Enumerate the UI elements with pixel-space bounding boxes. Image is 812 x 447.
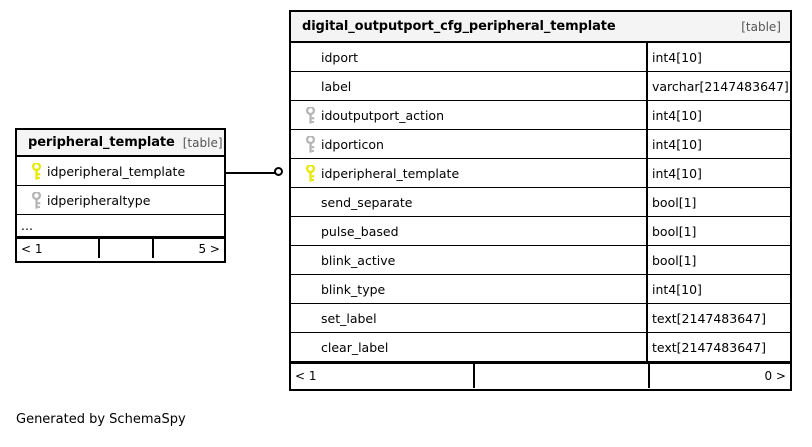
table-row[interactable]: idperipheral_template int4[10] — [291, 159, 790, 188]
footer-middle-cell — [475, 364, 650, 388]
table-title: digital_outputport_cfg_peripheral_templa… — [302, 19, 616, 34]
column-name: pulse_based — [321, 223, 399, 239]
column-name-cell: idperipheral_template — [291, 159, 646, 187]
cardinality-zero-or-one-icon — [274, 167, 283, 176]
column-name: blink_active — [321, 252, 396, 268]
table-row[interactable]: pulse_based bool[1] — [291, 217, 790, 246]
no-key-icon — [299, 49, 321, 66]
table-row[interactable]: set_label text[2147483647] — [291, 304, 790, 333]
foreign-key-icon — [299, 106, 321, 124]
table-header: digital_outputport_cfg_peripheral_templa… — [291, 12, 790, 43]
table-row[interactable]: idperipheral_template — [17, 157, 224, 186]
table-row[interactable]: idport int4[10] — [291, 43, 790, 72]
column-name: idport — [321, 49, 359, 65]
no-key-icon — [299, 78, 321, 95]
column-name-cell: label — [291, 72, 646, 100]
table-row[interactable]: send_separate bool[1] — [291, 188, 790, 217]
table-row[interactable]: blink_active bool[1] — [291, 246, 790, 275]
no-key-icon — [299, 223, 321, 240]
column-type: text[2147483647] — [646, 304, 790, 332]
column-name-cell: idperipheraltype — [17, 186, 224, 214]
primary-key-icon — [299, 164, 321, 182]
column-name-cell: idport — [291, 43, 646, 71]
no-key-icon — [299, 252, 321, 269]
table-row[interactable]: blink_type int4[10] — [291, 275, 790, 304]
no-key-icon — [299, 339, 321, 356]
column-name-cell: idporticon — [291, 130, 646, 158]
column-type: bool[1] — [646, 246, 790, 274]
foreign-key-icon — [299, 135, 321, 153]
table-header: peripheral_template [table] — [17, 130, 224, 157]
column-name: set_label — [321, 310, 377, 326]
no-key-icon — [299, 194, 321, 211]
no-key-icon — [299, 310, 321, 327]
column-name: send_separate — [321, 194, 413, 210]
table-title: peripheral_template — [28, 135, 175, 150]
table-row[interactable]: clear_label text[2147483647] — [291, 333, 790, 362]
table-row[interactable]: label varchar[2147483647] — [291, 72, 790, 101]
column-type: int4[10] — [646, 130, 790, 158]
table-row[interactable]: idporticon int4[10] — [291, 130, 790, 159]
column-name: idperipheral_template — [47, 163, 186, 179]
column-name-cell: clear_label — [291, 333, 646, 361]
column-type: int4[10] — [646, 275, 790, 303]
footer-parents-count[interactable]: < 1 — [291, 364, 475, 388]
footer-middle-cell — [100, 239, 154, 258]
column-name-cell: send_separate — [291, 188, 646, 216]
column-name-cell: pulse_based — [291, 217, 646, 245]
column-type: bool[1] — [646, 217, 790, 245]
table-row[interactable]: idoutputport_action int4[10] — [291, 101, 790, 130]
column-name-cell: idperipheral_template — [17, 157, 224, 185]
footer-parents-count[interactable]: < 1 — [17, 239, 100, 258]
column-name: idporticon — [321, 136, 384, 152]
generated-by-caption: Generated by SchemaSpy — [16, 412, 186, 427]
column-type: text[2147483647] — [646, 333, 790, 361]
column-name-cell: blink_type — [291, 275, 646, 303]
more-columns-ellipsis: ... — [17, 215, 224, 237]
column-name-cell: idoutputport_action — [291, 101, 646, 129]
column-type: int4[10] — [646, 43, 790, 71]
column-name: blink_type — [321, 281, 386, 297]
column-name: idoutputport_action — [321, 107, 444, 123]
table-row[interactable]: idperipheraltype — [17, 186, 224, 215]
column-type: int4[10] — [646, 101, 790, 129]
column-name: label — [321, 78, 352, 94]
primary-key-icon — [25, 162, 47, 180]
table-digital-outputport-cfg-peripheral-template[interactable]: digital_outputport_cfg_peripheral_templa… — [289, 10, 792, 391]
column-type: int4[10] — [646, 159, 790, 187]
no-key-icon — [299, 281, 321, 298]
column-name-cell: set_label — [291, 304, 646, 332]
column-type: bool[1] — [646, 188, 790, 216]
foreign-key-icon — [25, 191, 47, 209]
column-name: idperipheral_template — [321, 165, 460, 181]
table-type-tag: [table] — [741, 19, 781, 34]
column-type: varchar[2147483647] — [646, 72, 790, 100]
table-footer: < 1 5 > — [17, 237, 224, 258]
column-name: idperipheraltype — [47, 192, 151, 208]
footer-children-count[interactable]: 0 > — [764, 369, 786, 383]
table-footer: < 1 0 > — [291, 362, 790, 388]
relationship-line — [226, 172, 278, 174]
table-type-tag: [table] — [182, 135, 223, 150]
column-name: clear_label — [321, 339, 389, 355]
footer-children-count[interactable]: 5 > — [198, 241, 220, 256]
column-name-cell: blink_active — [291, 246, 646, 274]
table-peripheral-template[interactable]: peripheral_template [table] idperipheral… — [15, 128, 226, 263]
